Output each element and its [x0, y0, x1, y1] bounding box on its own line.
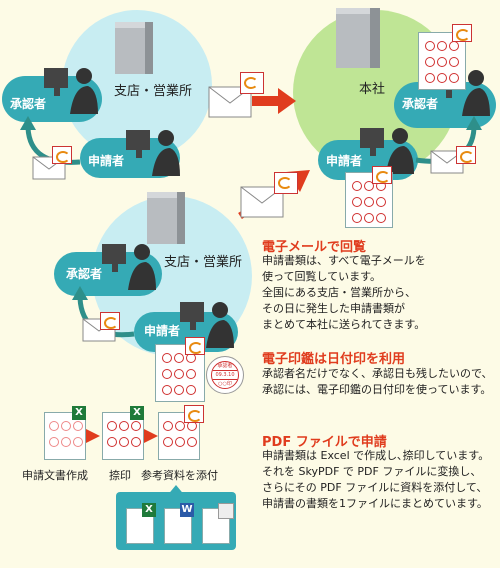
- section-body: 承認者名だけでなく、承認日も残したいので、 承認には、電子印鑑の日付印を使ってい…: [262, 366, 493, 398]
- arrow-right-icon: [144, 428, 158, 443]
- section-line: それを SkyPDF で PDF ファイルに変換し、: [262, 465, 482, 478]
- pdf-icon: [100, 312, 120, 330]
- attachments-pointer-icon: [166, 482, 186, 497]
- applicant-label-second: 申請者: [144, 324, 181, 338]
- pdf-icon: [52, 146, 72, 164]
- branch-label-top: 支店・営業所: [114, 84, 193, 99]
- person-at-computer-icon: [40, 64, 100, 116]
- arrow-right-icon: [252, 88, 296, 114]
- approver-label: 承認者: [10, 97, 47, 111]
- section-line: その日に発生した申請書類が: [262, 302, 405, 315]
- section-line: 承認には、電子印鑑の日付印を使っています。: [262, 383, 492, 396]
- pdf-icon: [185, 337, 205, 355]
- section-line: 申請書の書類を1ファイルにまとめています。: [262, 497, 488, 510]
- section-line: 全国にある支店・営業所から、: [262, 286, 416, 299]
- flow-document-1: [44, 412, 86, 460]
- building-icon: [334, 8, 380, 68]
- branch-label-second: 支店・営業所: [164, 255, 243, 270]
- section-line: まとめて本社に送られてきます。: [262, 318, 426, 331]
- pdf-icon: [240, 72, 264, 94]
- section-line: 承認者名だけでなく、承認日も残したいので、: [262, 367, 493, 380]
- section-line: 申請書類は Excel で作成し､捺印しています。: [262, 449, 490, 462]
- pdf-icon: [274, 172, 298, 194]
- flow-step-label: 捺印: [109, 469, 131, 482]
- section-heading: PDF ファイルで申請: [262, 435, 387, 450]
- pdf-icon: [184, 405, 204, 423]
- date-stamp-name: 承認者: [217, 363, 233, 369]
- arrow-right-icon: [86, 428, 100, 443]
- hq-label: 本社: [359, 82, 386, 97]
- flow-step-label: 参考資料を添付: [141, 469, 218, 482]
- person-at-computer-icon: [98, 240, 158, 292]
- applicant-label: 申請者: [88, 154, 125, 168]
- person-at-computer-icon: [356, 124, 416, 176]
- section-body: 申請書類は、すべて電子メールを 使って回覧しています。 全国にある支店・営業所か…: [262, 253, 426, 333]
- section-line: さらにその PDF ファイルに資料を添付して、: [262, 481, 488, 494]
- flow-step-label: 申請文書作成: [22, 469, 88, 482]
- generic-file-icon: [218, 503, 234, 519]
- pdf-icon: [456, 146, 476, 164]
- hq-applicant-label: 申請者: [326, 154, 363, 168]
- word-icon: W: [180, 503, 194, 517]
- date-stamp-date: 09.3.10: [212, 370, 238, 380]
- pdf-icon: [452, 24, 472, 42]
- building-icon: [145, 192, 185, 244]
- flow-document-2: [102, 412, 144, 460]
- attachment-document: [202, 508, 230, 544]
- hq-approver-label: 承認者: [402, 97, 439, 111]
- excel-icon: X: [142, 503, 156, 517]
- pdf-icon: [372, 166, 392, 184]
- excel-icon: X: [130, 406, 144, 420]
- section-line: 申請書類は、すべて電子メールを: [262, 254, 426, 267]
- person-at-computer-icon: [122, 126, 182, 178]
- approver-label-second: 承認者: [66, 267, 103, 281]
- section-heading: 電子印鑑は日付印を利用: [262, 352, 406, 367]
- person-at-computer-icon: [176, 298, 236, 350]
- section-line: 使って回覧しています。: [262, 270, 382, 283]
- building-icon: [113, 22, 153, 74]
- date-stamp: 承認者 09.3.10 ○○印: [206, 356, 244, 394]
- section-heading: 電子メールで回覧: [262, 240, 367, 255]
- excel-icon: X: [72, 406, 86, 420]
- section-body: 申請書類は Excel で作成し､捺印しています。 それを SkyPDF で P…: [262, 448, 489, 512]
- date-stamp-seal: ○○印: [218, 381, 232, 387]
